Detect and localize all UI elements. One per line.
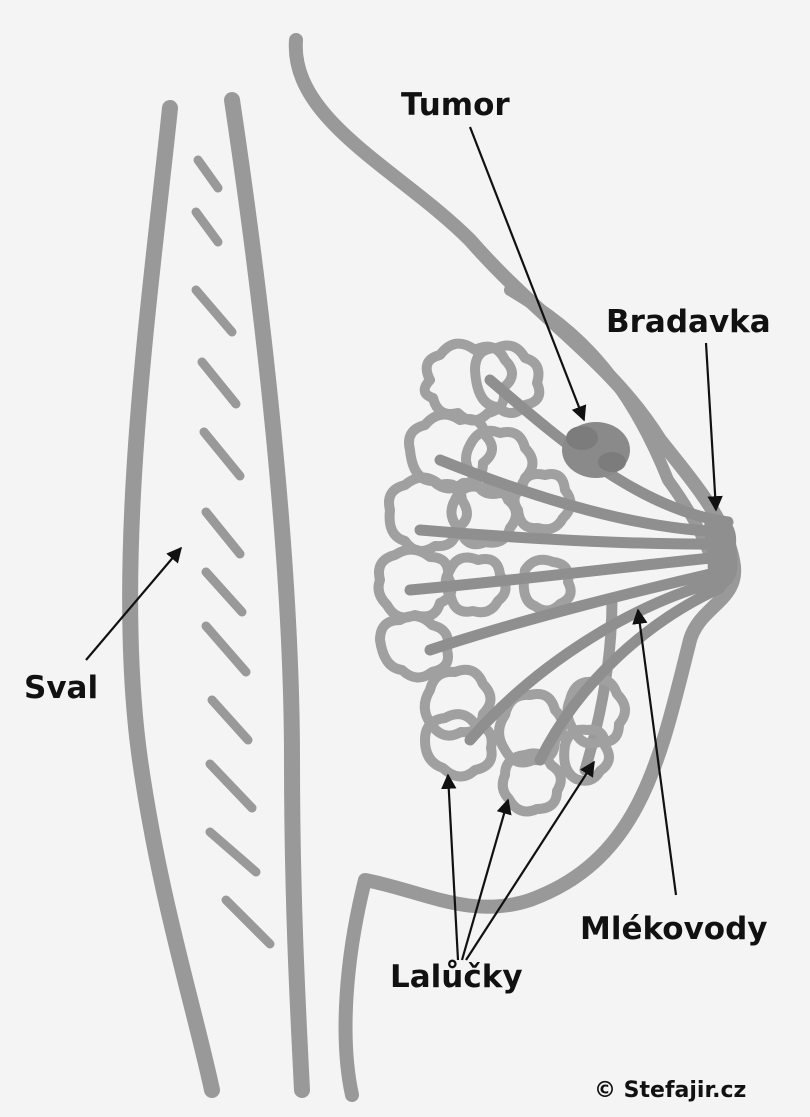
chest-wall-left-line: [130, 108, 212, 1090]
lalucky-arrow-1: [448, 775, 458, 960]
lalucky-arrow-3: [466, 762, 594, 960]
tumor-mass: [562, 422, 630, 478]
label-lalucky: Lalůčky: [390, 962, 523, 993]
label-bradavka: Bradavka: [606, 307, 771, 338]
label-tumor: Tumor: [401, 90, 510, 121]
lalucky-arrow-2: [462, 800, 508, 960]
label-sval: Sval: [24, 673, 98, 704]
mlekovody-arrow: [638, 610, 676, 895]
copyright-credit: © Stefajir.cz: [594, 1080, 746, 1102]
bradavka-arrow: [706, 343, 716, 510]
label-mlekovody: Mlékovody: [580, 914, 767, 945]
